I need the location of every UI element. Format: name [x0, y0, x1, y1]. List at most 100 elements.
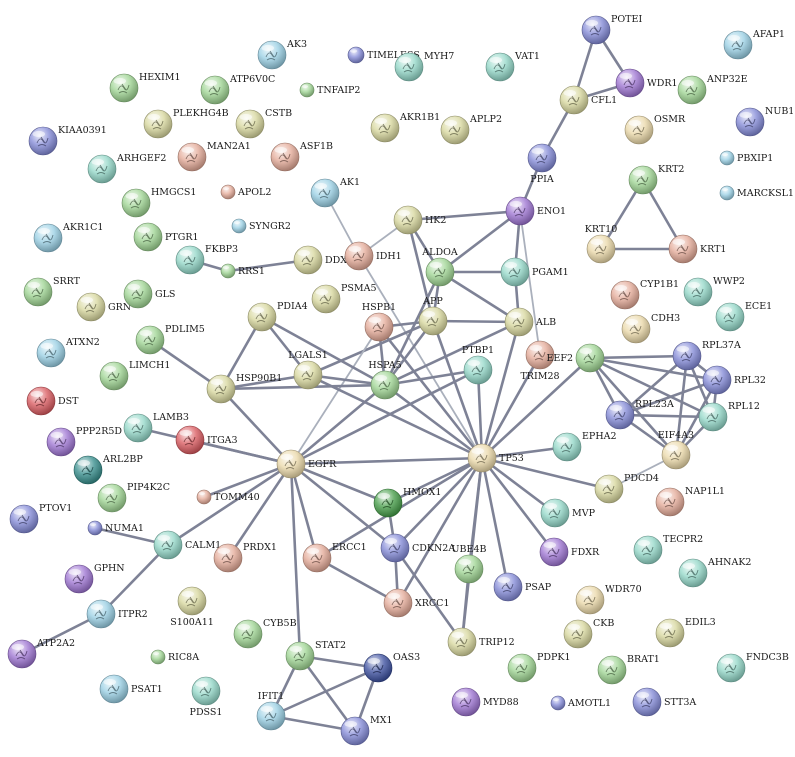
node-epha2[interactable]: EPHA2 [552, 431, 617, 462]
node-amotl1[interactable]: AMOTL1 [550, 695, 611, 711]
node-wdr1[interactable]: WDR1 [615, 68, 678, 98]
node-psma5[interactable]: PSMA5 [311, 283, 377, 314]
node-wdr70[interactable]: WDR70 [575, 584, 642, 615]
node-pgam1[interactable]: PGAM1 [500, 257, 569, 287]
node-rpl23a[interactable]: RPL23A [605, 399, 674, 430]
node-eef2[interactable]: EEF2 [546, 343, 605, 373]
node-pdlim5[interactable]: PDLIM5 [135, 324, 205, 355]
node-app[interactable]: APP [418, 296, 448, 336]
node-sphere[interactable] [719, 150, 735, 166]
node-potei[interactable]: POTEI [581, 14, 642, 45]
node-krt1[interactable]: KRT1 [668, 234, 726, 264]
node-ddx10[interactable]: DDX10 [293, 245, 359, 275]
node-hsp90b1[interactable]: HSP90B1 [206, 373, 282, 404]
node-s100a11[interactable]: S100A11 [170, 586, 214, 628]
node-ppp2r5d[interactable]: PPP2R5D [46, 426, 122, 457]
node-edil3[interactable]: EDIL3 [655, 617, 716, 648]
node-hexim1[interactable]: HEXIM1 [109, 72, 181, 103]
node-egfr[interactable]: EGFR [276, 449, 337, 479]
node-osmr[interactable]: OSMR [624, 114, 686, 145]
node-ppia[interactable]: PPIA [527, 143, 557, 185]
node-sphere[interactable] [220, 263, 236, 279]
node-gphn[interactable]: GPHN [64, 563, 125, 594]
node-sphere[interactable] [550, 695, 566, 711]
node-eno1[interactable]: ENO1 [505, 196, 566, 226]
node-akr1b1[interactable]: AKR1B1 [370, 112, 440, 143]
node-idh1[interactable]: IDH1 [344, 241, 402, 271]
node-psat1[interactable]: PSAT1 [99, 674, 163, 704]
node-alb[interactable]: ALB [504, 307, 556, 337]
node-grn[interactable]: GRN [76, 292, 131, 322]
node-sphere[interactable] [150, 649, 166, 665]
node-hk2[interactable]: HK2 [393, 205, 446, 235]
node-trim28[interactable]: TRIM28 [520, 340, 560, 382]
node-hspa5[interactable]: HSPA5 [368, 360, 402, 400]
node-arhgef2[interactable]: ARHGEF2 [87, 153, 166, 184]
node-atp2a2[interactable]: ATP2A2 [7, 638, 75, 669]
node-plekhg4b[interactable]: PLEKHG4B [143, 108, 229, 139]
node-sphere[interactable] [347, 46, 365, 64]
node-rpl12[interactable]: RPL12 [698, 401, 760, 432]
node-ckb[interactable]: CKB [563, 618, 614, 649]
node-itpr2[interactable]: ITPR2 [86, 599, 148, 629]
node-vat1[interactable]: VAT1 [485, 51, 540, 82]
node-ece1[interactable]: ECE1 [715, 301, 772, 332]
node-tp53[interactable]: TP53 [467, 443, 524, 473]
node-ric8a[interactable]: RIC8A [150, 649, 199, 665]
node-numa1[interactable]: NUMA1 [87, 520, 144, 536]
node-ercc1[interactable]: ERCC1 [302, 542, 367, 573]
node-cdkn2a[interactable]: CDKN2A [380, 533, 455, 563]
node-brat1[interactable]: BRAT1 [597, 654, 660, 685]
node-cfl1[interactable]: CFL1 [559, 85, 617, 115]
node-ak3[interactable]: AK3 [257, 39, 307, 70]
node-tecpr2[interactable]: TECPR2 [633, 534, 703, 565]
node-pdss1[interactable]: PDSS1 [190, 676, 223, 718]
node-cyp1b1[interactable]: CYP1B1 [610, 279, 679, 310]
node-sphere[interactable] [220, 184, 236, 200]
node-oas3[interactable]: OAS3 [363, 652, 420, 683]
node-xrcc1[interactable]: XRCC1 [383, 588, 450, 618]
node-kiaa0391[interactable]: KIAA0391 [28, 125, 107, 156]
node-sphere[interactable] [299, 82, 315, 98]
node-pip4k2c[interactable]: PIP4K2C [97, 482, 170, 513]
node-lamb3[interactable]: LAMB3 [123, 412, 189, 443]
node-lgals1[interactable]: LGALS1 [288, 350, 328, 390]
node-sphere[interactable] [87, 520, 103, 536]
node-aldoa[interactable]: ALDOA [421, 247, 458, 287]
node-nub1[interactable]: NUB1 [735, 106, 794, 137]
node-ptov1[interactable]: PTOV1 [9, 503, 72, 534]
node-pdpk1[interactable]: PDPK1 [507, 652, 571, 683]
node-calm1[interactable]: CALM1 [153, 530, 221, 560]
node-fdxr[interactable]: FDXR [539, 537, 600, 567]
node-rrs1[interactable]: RRS1 [220, 263, 265, 279]
node-rpl37a[interactable]: RPL37A [672, 340, 741, 371]
node-aplp2[interactable]: APLP2 [440, 114, 502, 145]
node-srrt[interactable]: SRRT [23, 276, 81, 307]
node-limch1[interactable]: LIMCH1 [99, 360, 170, 391]
node-fndc3b[interactable]: FNDC3B [716, 652, 789, 683]
node-ptbp1[interactable]: PTBP1 [462, 345, 494, 385]
node-gls[interactable]: GLS [123, 279, 175, 309]
node-pdcd4[interactable]: PDCD4 [594, 473, 659, 504]
node-marcksl1[interactable]: MARCKSL1 [719, 185, 794, 201]
node-myd88[interactable]: MYD88 [451, 687, 519, 717]
node-krt2[interactable]: KRT2 [628, 164, 684, 195]
node-anp32e[interactable]: ANP32E [677, 74, 748, 105]
node-psap[interactable]: PSAP [493, 572, 552, 602]
node-dst[interactable]: DST [26, 386, 79, 416]
node-asf1b[interactable]: ASF1B [270, 141, 333, 172]
node-apol2[interactable]: APOL2 [220, 184, 271, 200]
node-eif4a3[interactable]: EIF4A3 [658, 430, 694, 470]
node-ahnak2[interactable]: AHNAK2 [678, 557, 751, 588]
node-atp6v0c[interactable]: ATP6V0C [200, 74, 275, 105]
node-ptgr1[interactable]: PTGR1 [133, 222, 199, 252]
node-tnfaip2[interactable]: TNFAIP2 [299, 82, 360, 98]
node-tomm40[interactable]: TOMM40 [196, 489, 260, 505]
node-myh7[interactable]: MYH7 [394, 51, 454, 82]
node-cdh3[interactable]: CDH3 [621, 313, 680, 344]
node-nap1l1[interactable]: NAP1L1 [655, 486, 725, 517]
node-pbxip1[interactable]: PBXIP1 [719, 150, 773, 166]
node-krt10[interactable]: KRT10 [585, 224, 618, 264]
node-akr1c1[interactable]: AKR1C1 [33, 222, 103, 253]
node-ak1[interactable]: AK1 [310, 177, 360, 208]
